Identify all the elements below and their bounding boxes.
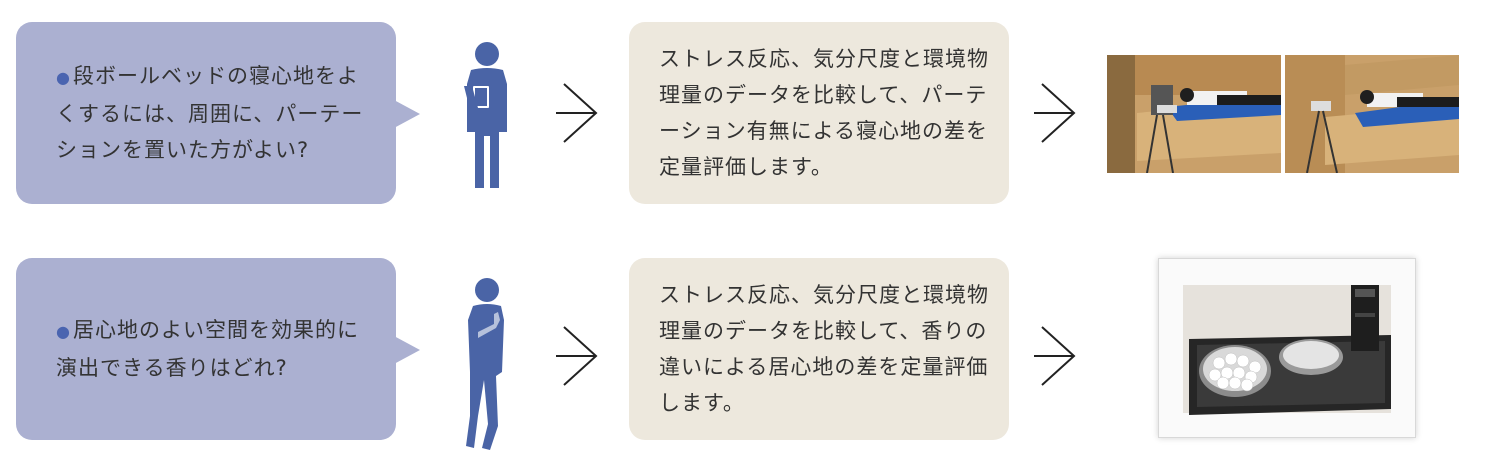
- flow-row-1: ●段ボールベッドの寝心地をよくするには、周囲に、パーテーションを置いた方がよい?…: [0, 0, 1493, 235]
- question-text-2: ●居心地のよい空間を効果的に演出できる香りはどれ?: [56, 318, 359, 380]
- person-with-clipboard-icon: [464, 42, 507, 188]
- cardboard-bed-with-partition-photo: [1285, 55, 1459, 173]
- arrow-right-icon: [556, 326, 598, 386]
- method-text-2: ストレス反応、気分尺度と環境物理量のデータを比較して、香りの違いによる居心地の差…: [659, 283, 989, 415]
- question-bubble-1: ●段ボールベッドの寝心地をよくするには、周囲に、パーテーションを置いた方がよい?: [16, 22, 420, 204]
- question-bubble-2: ●居心地のよい空間を効果的に演出できる香りはどれ?: [16, 258, 420, 440]
- cardboard-bed-photo: [1107, 55, 1281, 173]
- arrow-right-icon: [1034, 326, 1076, 386]
- arrow-right-icon: [1034, 83, 1076, 143]
- person-thinking-icon: [466, 278, 504, 450]
- bed-experiment-photos: [1107, 55, 1459, 173]
- bullet-icon: ●: [56, 68, 71, 87]
- bullet-icon: ●: [56, 322, 71, 341]
- question-text-1: ●段ボールベッドの寝心地をよくするには、周囲に、パーテーションを置いた方がよい?: [56, 64, 364, 162]
- method-box-2: ストレス反応、気分尺度と環境物理量のデータを比較して、香りの違いによる居心地の差…: [629, 258, 1009, 440]
- aroma-tray-photo: [1183, 285, 1391, 415]
- speech-tail: [394, 100, 420, 128]
- aroma-experiment-photo-frame: [1158, 258, 1416, 438]
- flow-row-2: ●居心地のよい空間を効果的に演出できる香りはどれ? ストレス反応、気分尺度と環境…: [0, 236, 1493, 471]
- arrow-right-icon: [556, 83, 598, 143]
- method-box-1: ストレス反応、気分尺度と環境物理量のデータを比較して、パーテーション有無による寝…: [629, 22, 1009, 204]
- speech-tail: [394, 336, 420, 364]
- method-text-1: ストレス反応、気分尺度と環境物理量のデータを比較して、パーテーション有無による寝…: [659, 47, 989, 179]
